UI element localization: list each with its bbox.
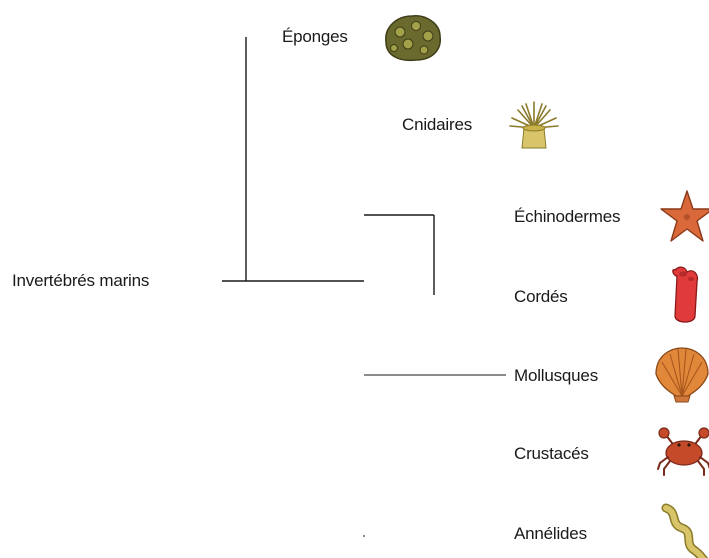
label-cnidaires: Cnidaires — [402, 115, 472, 135]
sea-anemone-icon — [510, 102, 558, 148]
crab-icon — [658, 428, 709, 475]
label-mollusques: Mollusques — [514, 366, 598, 386]
starfish-icon — [661, 191, 709, 241]
sea-squirt-icon — [673, 267, 698, 322]
label-eponges: Éponges — [282, 27, 348, 47]
tree-lines — [222, 37, 506, 537]
label-echinodermes: Échinodermes — [514, 207, 620, 227]
root-label: Invertébrés marins — [12, 271, 149, 291]
label-annelides: Annélides — [514, 524, 587, 544]
label-crustaces: Crustacés — [514, 444, 589, 464]
sponge-icon — [386, 16, 440, 61]
label-cordes: Cordés — [514, 287, 568, 307]
worm-icon — [666, 508, 704, 558]
scallop-shell-icon — [656, 348, 708, 402]
